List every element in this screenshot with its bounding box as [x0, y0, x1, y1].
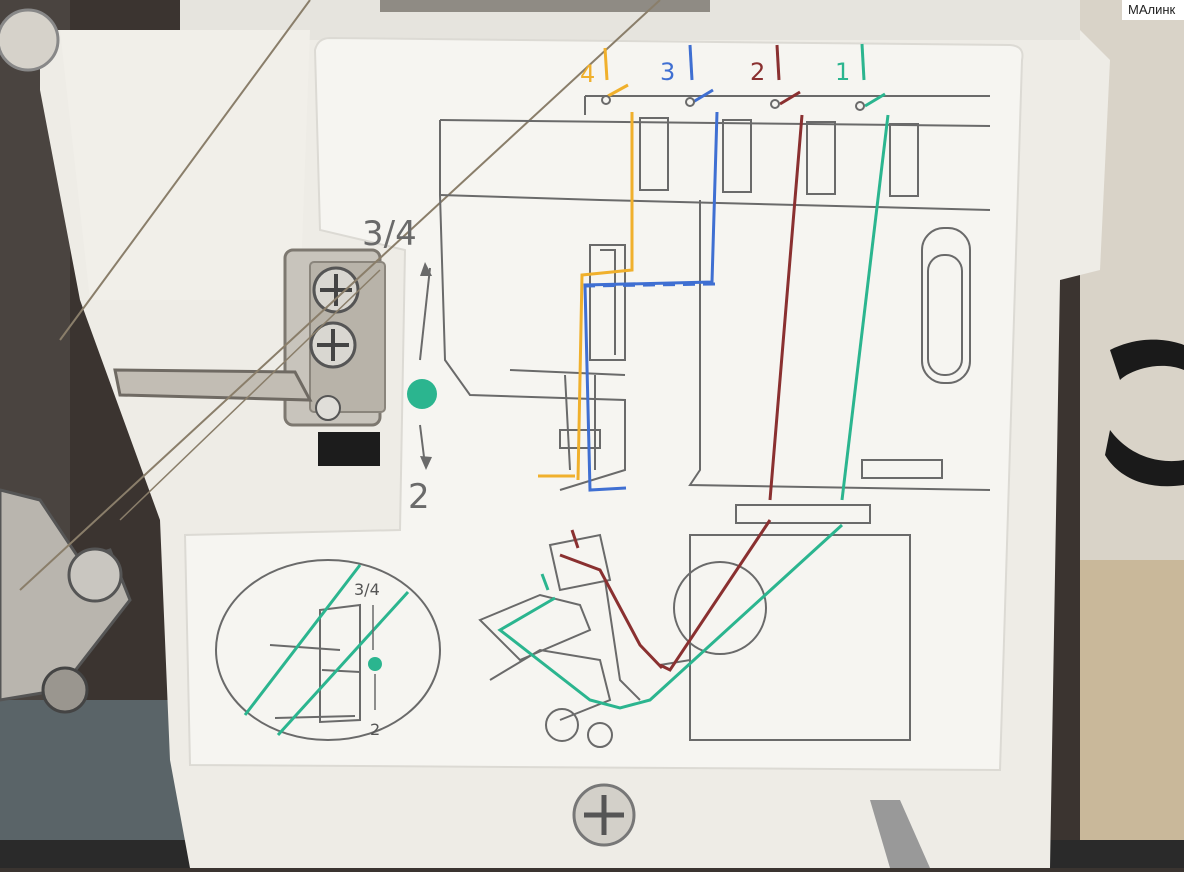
watermark: МАлинк	[1122, 0, 1184, 20]
thread-2-label: 2	[750, 58, 765, 86]
setting-3-4-label: 3/4	[362, 214, 417, 254]
machine-line-art	[439, 95, 991, 748]
presser-foot-mechanism	[0, 488, 132, 714]
thread-4-path	[538, 47, 634, 481]
thread-1-path	[497, 43, 890, 710]
thread-3-path	[583, 44, 719, 492]
thread-4-label: 4	[580, 60, 595, 88]
inset-dot-icon	[368, 657, 382, 671]
thread-1-label: 1	[835, 58, 850, 86]
screw-icon	[0, 8, 60, 72]
inset-3-4-label: 3/4	[354, 580, 380, 599]
inset-detail-circle: 3/4 2	[215, 559, 441, 741]
inset-2-label: 2	[370, 720, 380, 739]
setting-2-label: 2	[408, 477, 430, 517]
thread-3-label: 3	[660, 58, 675, 86]
position-dot-icon	[407, 379, 437, 409]
thread-2-path	[559, 44, 804, 672]
